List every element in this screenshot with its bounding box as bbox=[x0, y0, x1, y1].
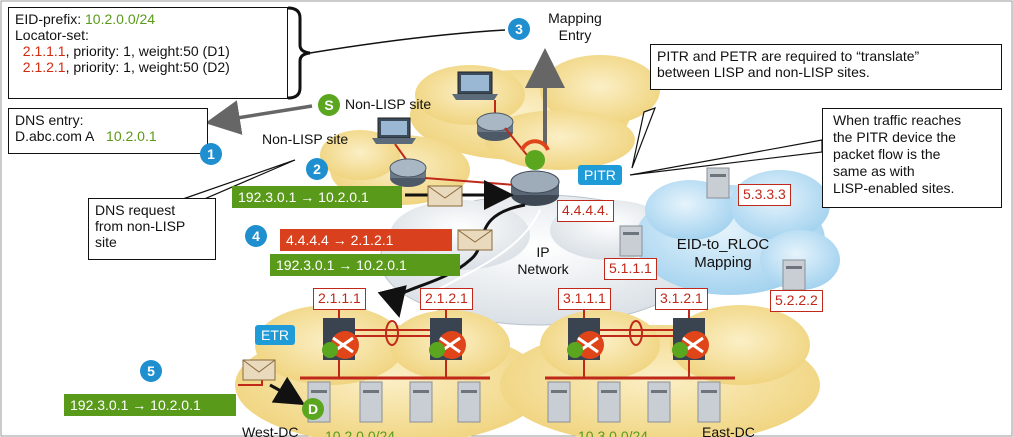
dc-switch-icon bbox=[672, 318, 709, 360]
locator-2-params: , priority: 1, weight:50 (D2) bbox=[65, 59, 230, 75]
mapping-entry-line: Mapping bbox=[548, 10, 602, 26]
eid-prefix-box: EID-prefix: 10.2.0.0/24 Locator-set: 2.1… bbox=[8, 7, 288, 99]
step-5-marker: 5 bbox=[140, 360, 162, 382]
server-icon bbox=[647, 381, 671, 423]
envelope-icon bbox=[427, 185, 463, 207]
flow-arrow-step4 bbox=[404, 203, 526, 294]
pitr-badge: PITR bbox=[578, 165, 622, 185]
ip-network-line: Network bbox=[517, 261, 569, 277]
traffic-note-line: When traffic reaches bbox=[833, 112, 962, 128]
pitr-router-icon bbox=[424, 127, 560, 206]
step-d-marker: D bbox=[302, 398, 324, 420]
pitr-note-line: PITR and PETR are required to “translate… bbox=[657, 48, 920, 64]
non-lisp-site-label: Non-LISP site bbox=[345, 96, 432, 112]
east-dc-prefix: 10.3.0.0/24 bbox=[578, 428, 649, 437]
server-icon bbox=[697, 381, 721, 423]
map-server-rloc-label: 5.2.2.2 bbox=[770, 290, 823, 312]
locator-2-ip: 2.1.2.1 bbox=[22, 59, 66, 75]
map-server-icon bbox=[706, 167, 730, 199]
step-4-marker: 4 bbox=[245, 225, 267, 247]
dns-request-line: DNS request bbox=[95, 202, 176, 218]
step-s-marker: S bbox=[318, 94, 340, 116]
pitr-note-pointer bbox=[631, 106, 657, 169]
dns-request-line: site bbox=[95, 234, 117, 250]
rloc-label-pitr: 4.4.4.4. bbox=[557, 200, 614, 222]
port-channel-icon bbox=[385, 320, 399, 346]
pitr-note-box: PITR and PETR are required to “translate… bbox=[650, 44, 1002, 90]
mapping-system-line: Mapping bbox=[694, 254, 752, 271]
map-server-rloc-label: 5.1.1.1 bbox=[604, 258, 657, 280]
step-1-marker: 1 bbox=[200, 143, 222, 165]
west-dc-label: West-DC bbox=[242, 424, 299, 437]
laptop-icon bbox=[372, 117, 416, 144]
server-icon bbox=[457, 381, 481, 423]
flow-label-step2: 192.3.0.1 → 10.2.0.1 bbox=[232, 186, 402, 208]
mapping-system-label: EID-to_RLOC Mapping bbox=[668, 236, 778, 272]
west-dc-prefix: 10.2.0.0/24 bbox=[325, 428, 396, 437]
rloc-label: 3.1.2.1 bbox=[655, 288, 708, 310]
map-server-icon bbox=[782, 259, 806, 291]
pitr-note-line: between LISP and non-LISP sites. bbox=[657, 64, 870, 80]
ip-network-label: IP Network bbox=[508, 244, 578, 278]
envelope-icon bbox=[242, 359, 276, 381]
dns-answer-arrow bbox=[205, 100, 313, 135]
dns-request-box: DNS request from non-LISP site bbox=[88, 198, 216, 260]
dns-entry-box: DNS entry: D.abc.com A 10.2.0.1 bbox=[8, 108, 208, 154]
map-server-icon bbox=[619, 225, 643, 257]
eid-prefix-value: 10.2.0.0/24 bbox=[85, 11, 156, 27]
brace bbox=[287, 6, 311, 100]
eid-prefix-label: EID-prefix: bbox=[15, 11, 82, 27]
tunnel-arrow-end bbox=[377, 285, 407, 318]
step-3-marker: 3 bbox=[508, 18, 530, 40]
dns-entry-ip: 10.2.0.1 bbox=[106, 128, 157, 144]
mapping-entry-line: Entry bbox=[558, 27, 592, 43]
non-lisp-site-label: Non-LISP site bbox=[262, 131, 349, 147]
dc-switch-icon bbox=[429, 318, 466, 360]
flow-label-step5: 192.3.0.1 → 10.2.0.1 bbox=[64, 394, 236, 416]
traffic-note-box: When traffic reaches the PITR device the… bbox=[822, 108, 1002, 208]
flow-label-step4-inner: 192.3.0.1 → 10.2.0.1 bbox=[270, 254, 460, 276]
traffic-note-line: same as with bbox=[833, 163, 915, 179]
locator-set-label: Locator-set: bbox=[15, 27, 89, 43]
envelope-icon bbox=[457, 229, 493, 251]
laptop-icon bbox=[452, 71, 498, 100]
ip-network-line: IP bbox=[536, 244, 550, 260]
traffic-note-line: packet flow is the bbox=[833, 146, 941, 162]
dns-entry-name: D.abc.com A bbox=[15, 128, 95, 144]
server-icon bbox=[409, 381, 433, 423]
brace-connector bbox=[309, 29, 506, 54]
port-channel-icon bbox=[629, 320, 643, 346]
server-icon bbox=[547, 381, 571, 423]
rloc-label: 2.1.1.1 bbox=[313, 288, 366, 310]
server-icon bbox=[359, 381, 383, 423]
flow-arrow-step5 bbox=[269, 376, 306, 406]
mapping-entry-label: Mapping Entry bbox=[540, 10, 610, 44]
server-icon bbox=[597, 381, 621, 423]
traffic-note-line: the PITR device the bbox=[833, 129, 956, 145]
rloc-label: 3.1.1.1 bbox=[558, 288, 611, 310]
router-icon bbox=[476, 100, 514, 141]
dns-request-line: from non-LISP bbox=[95, 218, 186, 234]
locator-1-params: , priority: 1, weight:50 (D1) bbox=[65, 43, 230, 59]
etr-badge: ETR bbox=[255, 325, 295, 345]
map-server-rloc-label: 5.3.3.3 bbox=[738, 184, 791, 206]
router-icon bbox=[389, 143, 427, 187]
rloc-label: 2.1.2.1 bbox=[420, 288, 473, 310]
traffic-note-line: LISP-enabled sites. bbox=[833, 180, 955, 196]
dc-switch-icon bbox=[322, 318, 359, 360]
flow-label-step4-outer: 4.4.4.4 → 2.1.2.1 bbox=[280, 229, 452, 251]
locator-1-ip: 2.1.1.1 bbox=[22, 43, 66, 59]
dc-switch-icon bbox=[567, 318, 604, 360]
step-2-marker: 2 bbox=[306, 158, 328, 180]
east-dc-label: East-DC bbox=[702, 424, 755, 437]
dns-entry-label: DNS entry: bbox=[15, 112, 84, 128]
mapping-system-line: EID-to_RLOC bbox=[676, 236, 770, 253]
